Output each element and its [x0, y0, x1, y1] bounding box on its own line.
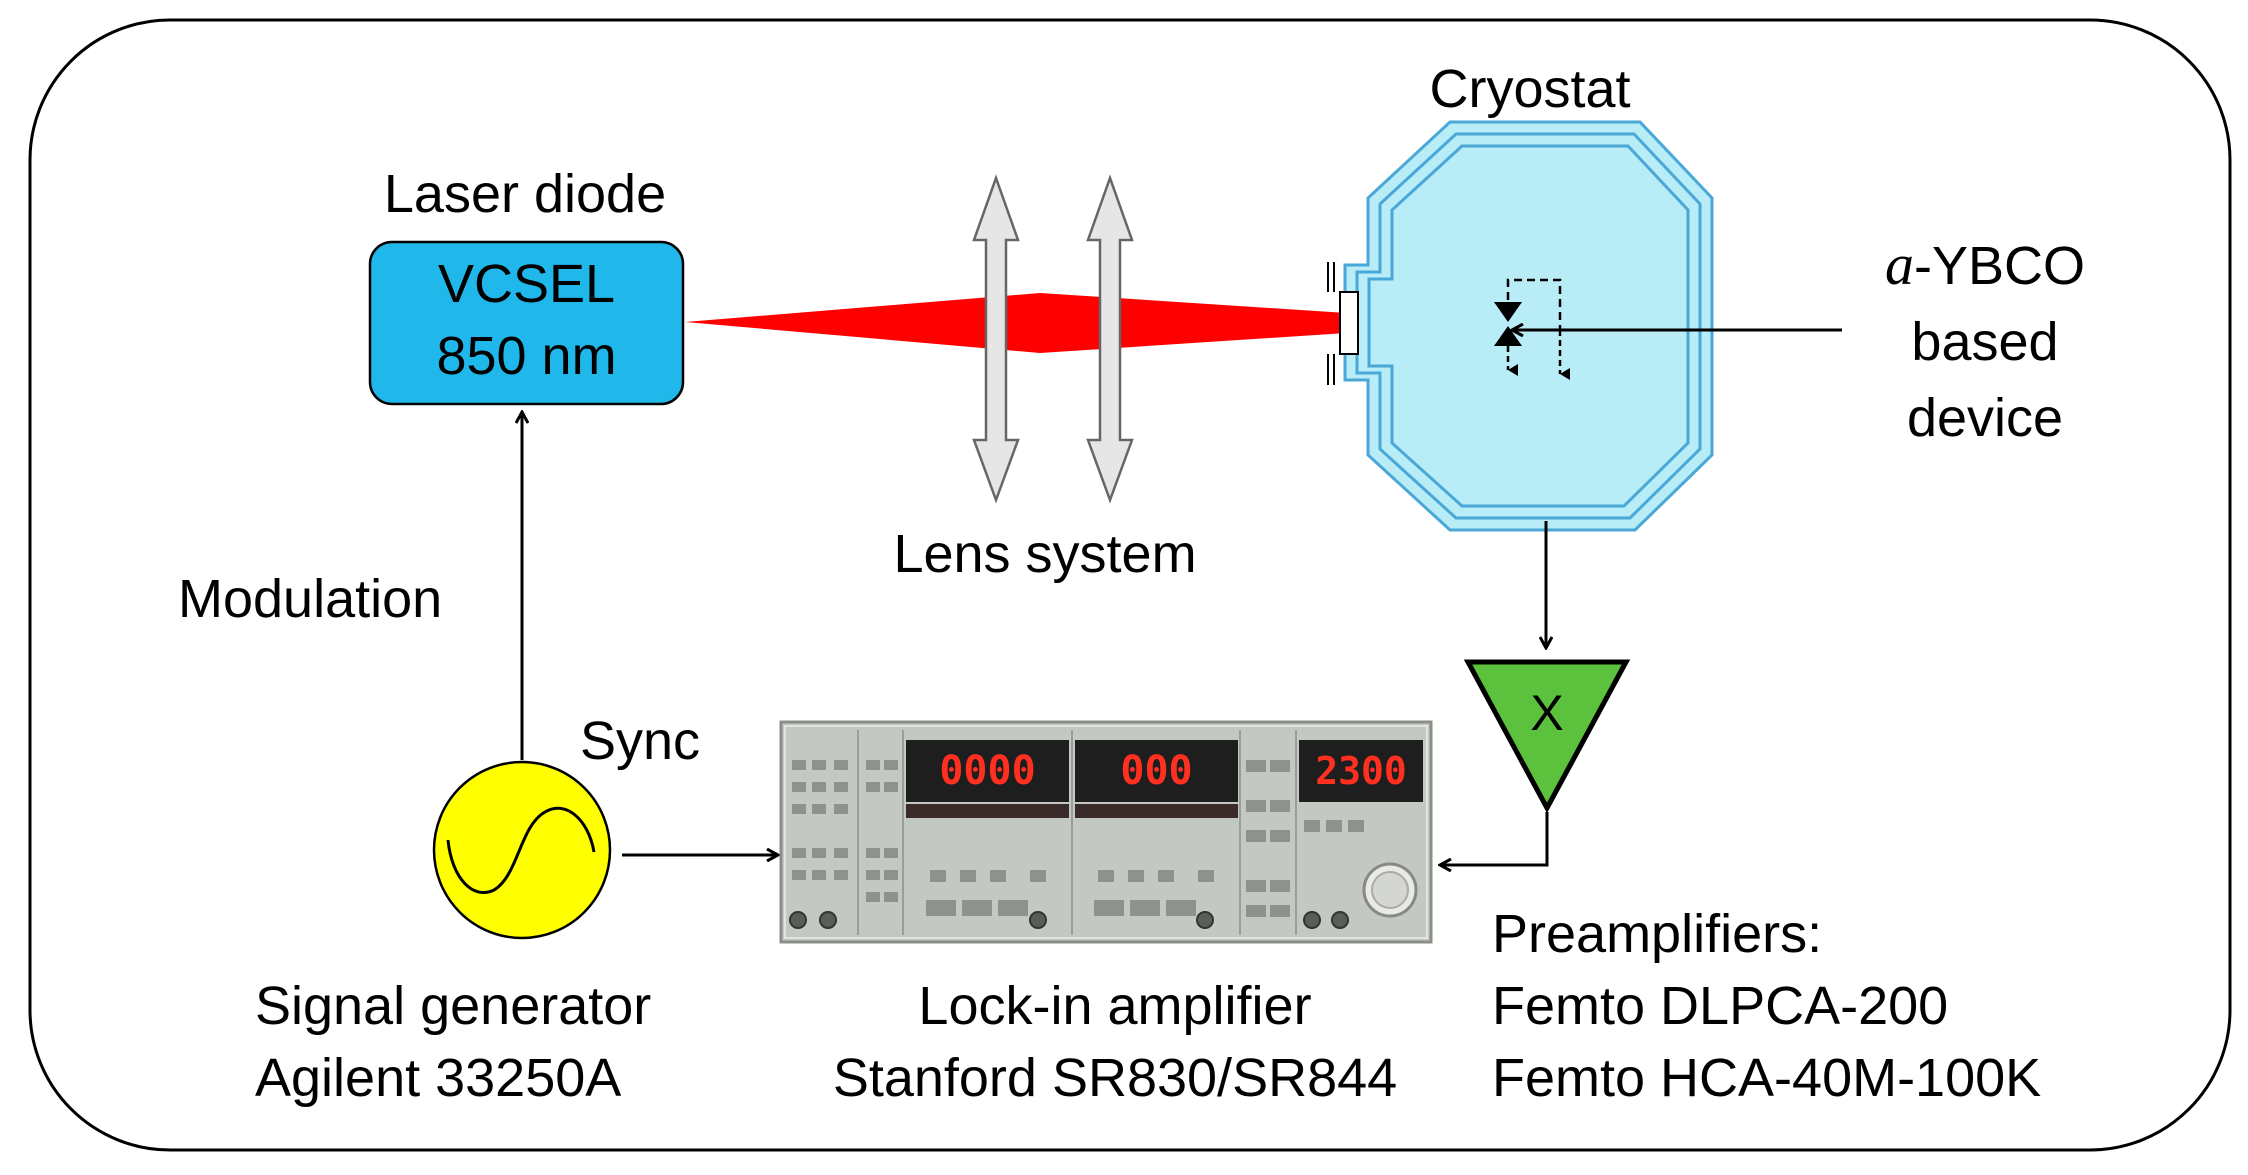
sync-label: Sync — [580, 711, 701, 771]
laser-diode-label: Laser diode — [383, 164, 667, 224]
sine-wave-icon — [446, 806, 596, 894]
preamp-icon — [1463, 659, 1631, 814]
signal-generator-icon — [432, 760, 612, 940]
lockin-display-left: 0000 — [939, 748, 1036, 794]
preamp-label-line2: Femto DLPCA-200 — [1492, 976, 1949, 1036]
cryostat-label: Cryostat — [1429, 59, 1631, 119]
modulation-label: Modulation — [178, 569, 443, 629]
outer-frame — [28, 18, 2232, 1152]
lockin-instrument-icon — [779, 720, 1433, 944]
device-label-line1: a-YBCO — [1840, 227, 2130, 304]
lens-1-icon — [972, 174, 1020, 504]
signal-generator-label-line2: Agilent 33250A — [255, 1048, 622, 1108]
laser-beam — [685, 293, 1500, 353]
preamp-label-line3: Femto HCA-40M-100K — [1492, 1048, 2042, 1108]
vcsel-label: VCSEL 850 nm — [370, 253, 683, 387]
device-label-line3: device — [1906, 388, 2064, 448]
lockin-label-line2: Stanford SR830/SR844 — [832, 1048, 1398, 1108]
signal-generator-label: Signal generator Agilent 33250A — [255, 970, 735, 1114]
preamp-label: Preamplifiers: Femto DLPCA-200 Femto HCA… — [1492, 898, 2132, 1114]
signal-generator-label-line1: Signal generator — [255, 976, 652, 1036]
device-label: a-YBCO based device — [1840, 227, 2130, 456]
device-label-prefix: a — [1884, 232, 1914, 297]
vcsel-label-line1: VCSEL — [437, 254, 616, 314]
vcsel-label-line2: 850 nm — [436, 326, 617, 386]
preamp-label-line1: Preamplifiers: — [1492, 904, 1823, 964]
device-label-line2: based — [1911, 312, 2059, 372]
vcsel-box — [368, 240, 685, 406]
lens-2-icon — [1086, 174, 1134, 504]
lockin-display-right: 2300 — [1315, 749, 1407, 793]
preamp-to-lockin-arrow — [1440, 812, 1549, 865]
device-icon — [1494, 278, 1570, 380]
lockin-label: Lock-in amplifier Stanford SR830/SR844 — [780, 970, 1450, 1114]
lockin-display-middle: 000 — [1120, 748, 1193, 794]
device-label-rest: -YBCO — [1913, 236, 2086, 296]
lockin-label-line1: Lock-in amplifier — [918, 976, 1312, 1036]
lens-system-label: Lens system — [893, 524, 1197, 584]
cryostat-icon — [1327, 120, 1714, 532]
preamp-symbol-label: X — [1530, 685, 1564, 741]
